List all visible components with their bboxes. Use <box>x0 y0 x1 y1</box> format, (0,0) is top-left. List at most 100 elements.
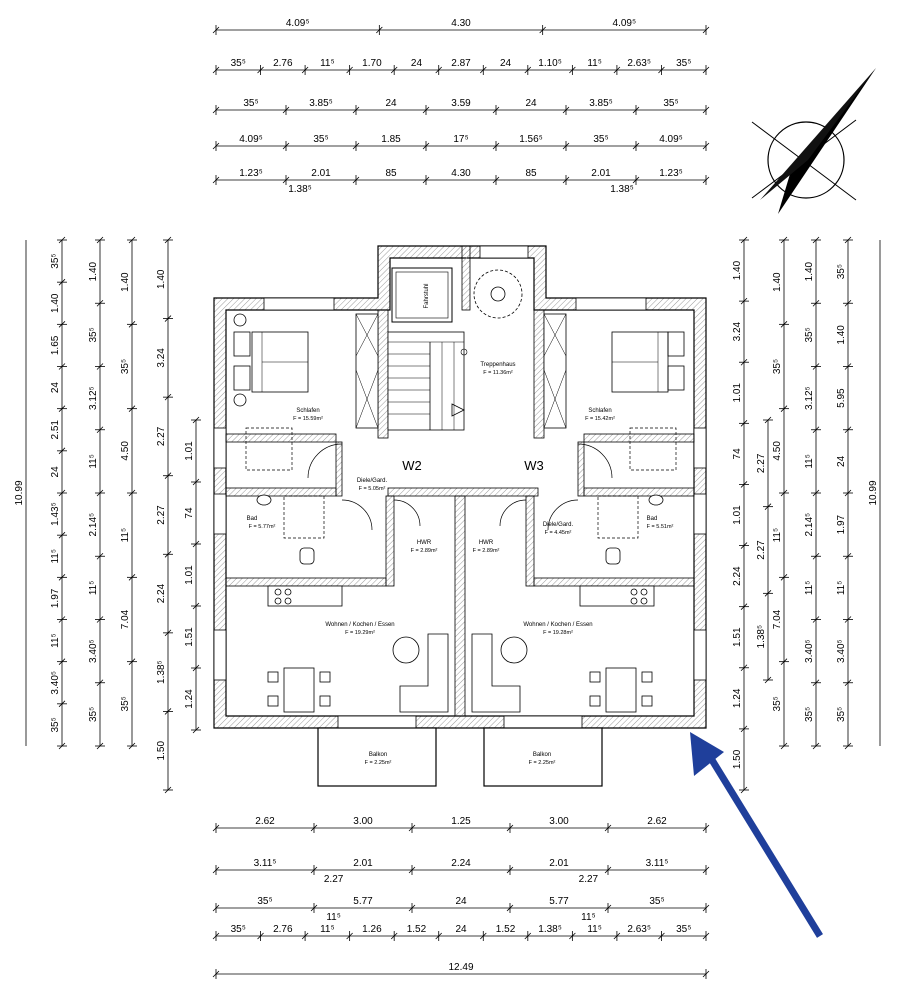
top-dim-row4-label-3: 17⁵ <box>453 134 468 145</box>
left-dim-col4-label-1: 3.24 <box>156 348 167 368</box>
left-dim-col1-label-1: 1.40 <box>50 293 61 313</box>
left-dim-col3-label-1: 35⁵ <box>120 359 131 374</box>
top-dim-row2-label-1: 2.76 <box>273 58 293 69</box>
top-dim-row2-label-7: 1.10⁵ <box>538 58 562 69</box>
sofas <box>392 633 528 713</box>
room-bad-left-area: F = 5.77m² <box>249 524 276 530</box>
left-dim-total: 10.99 <box>14 240 27 746</box>
right-dim-col5-label-0: 35⁵ <box>836 264 847 279</box>
right-dim-total: 10.99 <box>868 240 881 746</box>
wheelchair-circles <box>245 427 677 539</box>
bottom-dim-row3-sub-0: 11⁵ <box>326 912 341 923</box>
room-labels: Fahrstuhl Treppenhaus F = 11.36m² Schlaf… <box>247 283 674 766</box>
top-dim-row2-label-4: 24 <box>411 58 423 69</box>
bottom-dim-row1-label-0: 2.62 <box>255 816 275 827</box>
bottom-dim-row5-label-0: 12.49 <box>448 962 473 973</box>
room-treppenhaus-label: Treppenhaus <box>480 362 515 368</box>
bottom-dim-row4-label-0: 35⁵ <box>231 924 246 935</box>
top-dim-row2-label-5: 2.87 <box>451 58 471 69</box>
right-dim-col3-label-5: 35⁵ <box>772 696 783 711</box>
bottom-dim-row4-label-7: 1.38⁵ <box>538 924 562 935</box>
bottom-dim-row2-label-4: 3.11⁵ <box>646 858 669 869</box>
right-dim-col1-label-6: 1.51 <box>732 627 743 647</box>
bottom-dim-row1-label-3: 3.00 <box>549 816 569 827</box>
right-dim-col4-label-4: 2.14⁵ <box>804 513 815 537</box>
right-dim-col4-label-2: 3.12⁵ <box>804 386 815 410</box>
door-swings <box>307 443 613 531</box>
right-dim-col5-label-3: 24 <box>836 455 847 467</box>
bottom-dim-row1-label-2: 1.25 <box>451 816 471 827</box>
right-dim-col4-label-6: 3.40⁵ <box>804 639 815 663</box>
bed-left <box>233 313 309 407</box>
room-balkon-left-area: F = 2.25m² <box>365 760 392 766</box>
left-dim-col5-label-0: 1.01 <box>184 441 195 461</box>
bottom-dim-row3-label-3: 5.77 <box>549 896 569 907</box>
bottom-dim-row3-label-1: 5.77 <box>353 896 373 907</box>
right-dim-col3-label-0: 1.40 <box>772 272 783 292</box>
top-dim-row5-label-6: 1.23⁵ <box>659 168 683 179</box>
left-dim-col2-label-4: 2.14⁵ <box>88 513 99 537</box>
top-dim-row5-label-4: 85 <box>525 168 537 179</box>
top-dim-row2-label-2: 11⁵ <box>320 58 335 69</box>
room-schlafen-right-area: F = 15.42m² <box>585 416 615 422</box>
room-diele-left-area: F = 5.05m² <box>359 486 386 492</box>
room-bad-left-label: Bad <box>247 516 258 522</box>
left-dim-col1-label-0: 35⁵ <box>50 253 61 268</box>
left-dim-col3-label-4: 7.04 <box>120 609 131 629</box>
right-dim-col1-label-8: 1.50 <box>732 749 743 769</box>
top-dim-row4-label-5: 35⁵ <box>593 134 608 145</box>
top-dim-row5-label-3: 4.30 <box>451 168 471 179</box>
bottom-dim-row2-sub-0: 2.27 <box>324 874 344 885</box>
top-dim-row1-label-2: 4.09⁵ <box>613 18 637 29</box>
bottom-dim-row1-label-1: 3.00 <box>353 816 373 827</box>
right-dim-col5-label-6: 3.40⁵ <box>836 639 847 663</box>
room-wohnen-right-area: F = 19.28m² <box>543 630 573 636</box>
right-dim-col3-label-1: 35⁵ <box>772 359 783 374</box>
top-dim-row2-label-3: 1.70 <box>362 58 382 69</box>
right-dim-col5-label-7: 35⁵ <box>836 707 847 722</box>
right-dim-col4-label-3: 11⁵ <box>804 454 815 469</box>
room-schlafen-right-label: Schlafen <box>588 408 611 414</box>
left-dim-col3-label-2: 4.50 <box>120 441 131 461</box>
room-diele-right-area: F = 4.45m² <box>545 530 572 536</box>
bottom-dim-row4-label-9: 2.63⁵ <box>627 924 651 935</box>
left-dim-col5-label-3: 1.51 <box>184 627 195 647</box>
left-dim-col2-label-6: 3.40⁵ <box>88 639 99 663</box>
top-dim-row3-label-1: 3.85⁵ <box>309 98 333 109</box>
room-hwr-right-area: F = 2.89m² <box>473 548 500 554</box>
right-dim-col2-label-2: 1.38⁵ <box>756 625 767 649</box>
left-dim-col2-label-7: 35⁵ <box>88 707 99 722</box>
left-dim-col1-label-7: 11⁵ <box>50 549 61 564</box>
room-balkon-right-area: F = 2.25m² <box>529 760 556 766</box>
room-bad-right-area: F = 5.51m² <box>647 524 674 530</box>
top-dim-row1-label-0: 4.09⁵ <box>286 18 310 29</box>
left-dim-col1-label-2: 1.65 <box>50 335 61 355</box>
top-dim-row5-sub-1: 1.38⁵ <box>610 184 634 195</box>
top-dim-row2-label-8: 11⁵ <box>587 58 602 69</box>
left-dim-col2-label-0: 1.40 <box>88 261 99 281</box>
left-dim-col2-label-3: 11⁵ <box>88 454 99 469</box>
left-dim-col4-label-5: 1.38⁵ <box>156 660 167 684</box>
room-hwr-right-label: HWR <box>479 540 494 546</box>
left-dim-col4-label-0: 1.40 <box>156 269 167 289</box>
right-dim-col1-label-0: 1.40 <box>732 260 743 280</box>
left-dim-total-label: 10.99 <box>14 480 25 505</box>
room-treppenhaus-area: F = 11.36m² <box>483 370 513 376</box>
bottom-dim-row4-label-2: 11⁵ <box>320 924 335 935</box>
top-dim-row3-label-5: 3.85⁵ <box>589 98 613 109</box>
room-balkon-right-label: Balkon <box>533 752 551 758</box>
unit-w3-label: W3 <box>524 458 544 473</box>
right-dim-col2-label-0: 2.27 <box>756 453 767 473</box>
right-dim-col1-label-4: 1.01 <box>732 505 743 525</box>
right-dim-col5-label-4: 1.97 <box>836 514 847 534</box>
right-dim-col4-label-0: 1.40 <box>804 261 815 281</box>
bottom-dim-row4-label-3: 1.26 <box>362 924 382 935</box>
left-dim-col1-label-3: 24 <box>50 382 61 394</box>
